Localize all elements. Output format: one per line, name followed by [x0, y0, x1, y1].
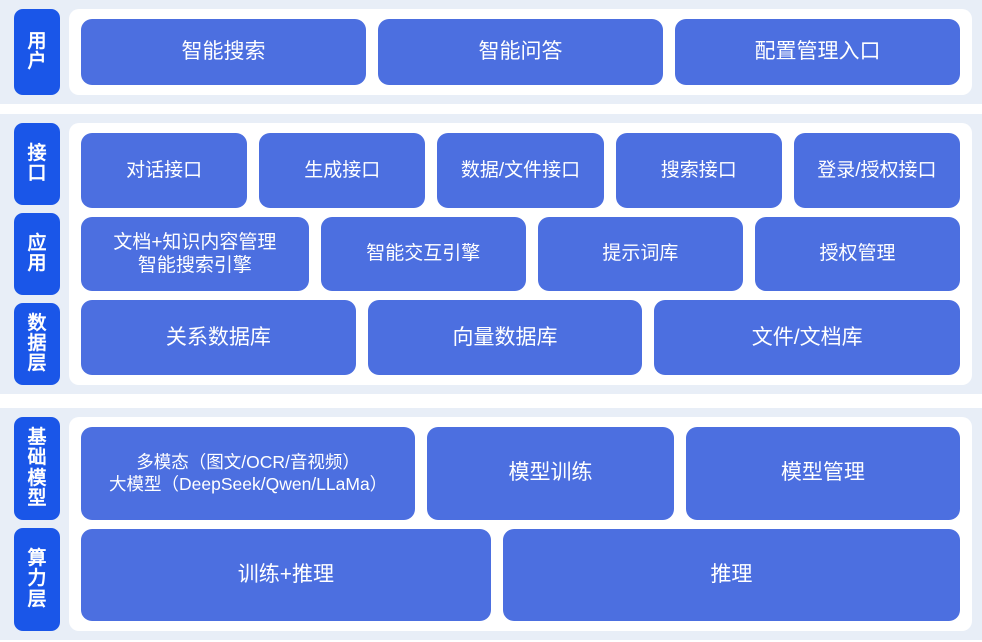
- section-user: 用户 智能搜索 智能问答 配置管理入口: [0, 0, 982, 104]
- layer-tab-interface[interactable]: 接口: [14, 123, 60, 205]
- layer-tab-compute-label: 算力层: [27, 548, 47, 610]
- layer-tab-application-label: 应用: [27, 232, 47, 274]
- row-data: 关系数据库 向量数据库 文件/文档库: [81, 300, 960, 376]
- node-dialog-api[interactable]: 对话接口: [81, 133, 248, 208]
- layer-tab-foundation-model[interactable]: 基础模型: [14, 417, 60, 520]
- content-user: 智能搜索 智能问答 配置管理入口: [69, 9, 972, 95]
- node-vector-database[interactable]: 向量数据库: [367, 300, 643, 376]
- node-model-management[interactable]: 模型管理: [685, 427, 960, 520]
- tab-column-user: 用户: [14, 9, 60, 95]
- node-login-auth-api[interactable]: 登录/授权接口: [793, 133, 961, 208]
- content-middle: 对话接口 生成接口 数据/文件接口 搜索接口 登录/授权接口 文档+知识内容管理…: [69, 123, 972, 385]
- section-middle: 接口 应用 数据层 对话接口 生成接口 数据/文件接口 搜索接口 登录/授权接口…: [0, 114, 982, 394]
- row-interface: 对话接口 生成接口 数据/文件接口 搜索接口 登录/授权接口: [81, 133, 961, 208]
- tab-column-middle: 接口 应用 数据层: [14, 123, 60, 385]
- layer-tab-data[interactable]: 数据层: [14, 303, 60, 385]
- row-compute: 训练+推理 推理: [81, 528, 960, 621]
- layer-tab-interface-label: 接口: [27, 142, 47, 184]
- node-config-management-entry[interactable]: 配置管理入口: [675, 19, 960, 85]
- layer-tab-user-label: 用户: [27, 30, 47, 72]
- layer-tab-compute[interactable]: 算力层: [14, 528, 60, 631]
- layer-tab-user[interactable]: 用户: [14, 9, 60, 95]
- node-generation-api[interactable]: 生成接口: [259, 133, 426, 208]
- node-search-api[interactable]: 搜索接口: [615, 133, 782, 208]
- node-smart-qa[interactable]: 智能问答: [378, 19, 663, 85]
- node-doc-knowledge-management[interactable]: 文档+知识内容管理 智能搜索引擎: [81, 216, 309, 292]
- node-authorization-management[interactable]: 授权管理: [754, 216, 960, 292]
- node-file-document-store[interactable]: 文件/文档库: [654, 300, 960, 376]
- node-relational-database[interactable]: 关系数据库: [81, 300, 356, 376]
- layer-tab-data-label: 数据层: [27, 312, 47, 375]
- tab-column-base: 基础模型 算力层: [14, 417, 60, 631]
- node-inference[interactable]: 推理: [502, 528, 960, 621]
- node-prompt-library[interactable]: 提示词库: [537, 216, 743, 292]
- node-data-file-api[interactable]: 数据/文件接口: [437, 133, 604, 208]
- row-application: 文档+知识内容管理 智能搜索引擎 智能交互引擎 提示词库 授权管理: [81, 216, 960, 292]
- layer-tab-foundation-model-label: 基础模型: [27, 427, 47, 509]
- layer-tab-application[interactable]: 应用: [14, 213, 60, 295]
- node-training-and-inference[interactable]: 训练+推理: [81, 528, 491, 621]
- node-smart-interaction-engine[interactable]: 智能交互引擎: [320, 216, 526, 292]
- node-model-training[interactable]: 模型训练: [427, 427, 674, 520]
- content-base: 多模态（图文/OCR/音视频） 大模型（DeepSeek/Qwen/LLaMa）…: [69, 417, 972, 631]
- row-foundation-model: 多模态（图文/OCR/音视频） 大模型（DeepSeek/Qwen/LLaMa）…: [81, 427, 960, 520]
- row-user: 智能搜索 智能问答 配置管理入口: [81, 19, 960, 85]
- node-multimodal-large-model[interactable]: 多模态（图文/OCR/音视频） 大模型（DeepSeek/Qwen/LLaMa）: [81, 427, 416, 520]
- node-smart-search[interactable]: 智能搜索: [81, 19, 366, 85]
- section-base: 基础模型 算力层 多模态（图文/OCR/音视频） 大模型（DeepSeek/Qw…: [0, 408, 982, 640]
